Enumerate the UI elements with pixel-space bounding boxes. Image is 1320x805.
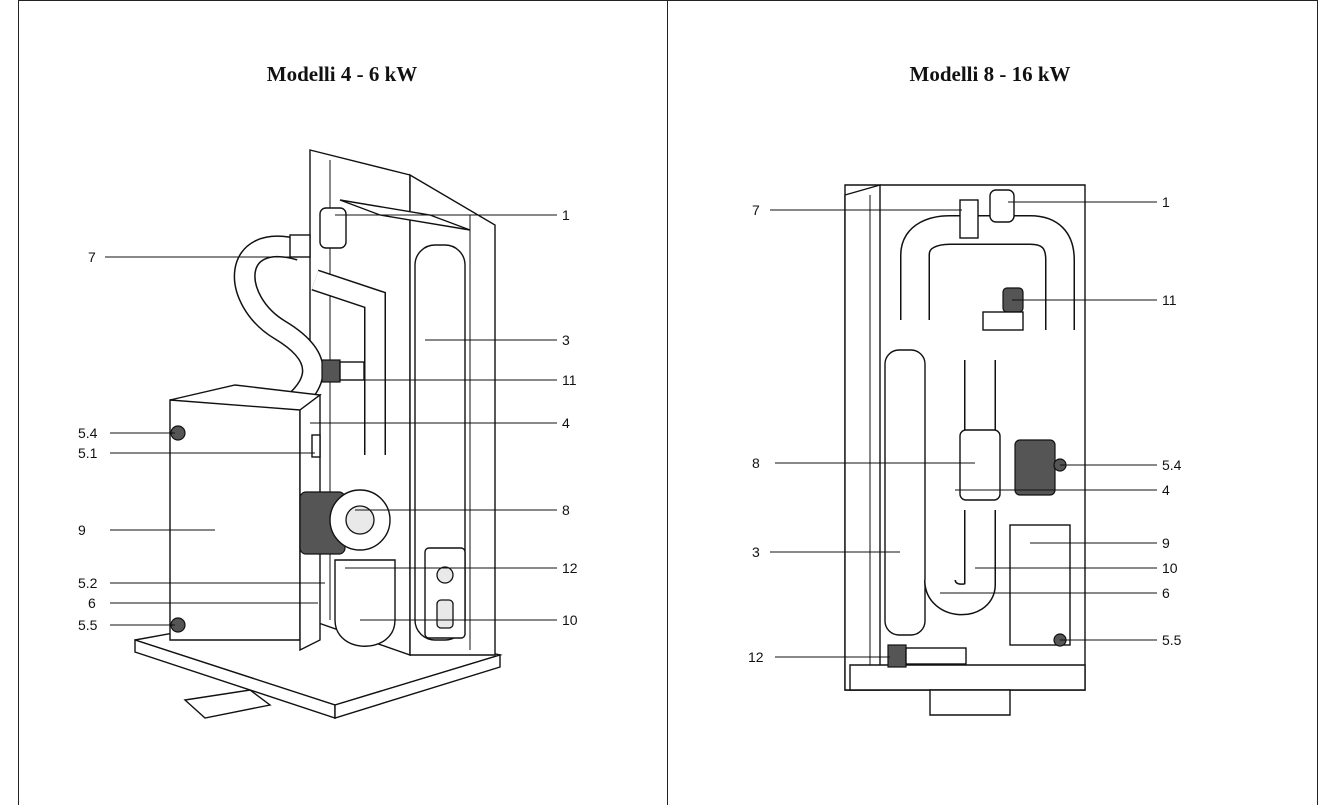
right-expansion-tank <box>884 349 926 636</box>
left-callout-4: 4 <box>562 415 570 431</box>
left-electrical-box <box>424 547 466 639</box>
right-callout-lines <box>770 201 1157 658</box>
right-callout-5-5: 5.5 <box>1162 632 1182 648</box>
left-callout-1: 1 <box>562 207 570 223</box>
right-callout-10: 10 <box>1162 560 1178 576</box>
left-safety-valve <box>289 234 311 258</box>
right-drain-fitting <box>887 644 907 668</box>
left-callout-6: 6 <box>88 595 96 611</box>
left-mounting-foot <box>183 689 272 719</box>
left-expansion-tank <box>414 244 466 641</box>
right-callout-1: 1 <box>1162 194 1170 210</box>
left-unit-illustration <box>134 149 503 719</box>
left-callout-5-2: 5.2 <box>78 575 98 591</box>
right-callout-6: 6 <box>1162 585 1170 601</box>
figure-frame <box>18 0 1318 805</box>
right-safety-valve <box>959 199 979 239</box>
right-callout-9: 9 <box>1162 535 1170 551</box>
left-callout-7: 7 <box>88 249 96 265</box>
left-air-vent-valve <box>319 207 347 249</box>
left-callout-5-4: 5.4 <box>78 425 98 441</box>
left-callout-9: 9 <box>78 522 86 538</box>
panel-divider <box>667 0 668 805</box>
left-callout-8: 8 <box>562 502 570 518</box>
left-panel-title: Modelli 4 - 6 kW <box>266 62 418 86</box>
right-air-vent-valve <box>989 189 1015 223</box>
left-pressure-valve <box>321 359 341 383</box>
left-callout-5-1: 5.1 <box>78 445 98 461</box>
left-callout-3: 3 <box>562 332 570 348</box>
right-callout-4: 4 <box>1162 482 1170 498</box>
left-callout-10: 10 <box>562 612 578 628</box>
right-plate-heat-exchanger <box>1009 524 1071 646</box>
left-callout-11: 11 <box>562 372 577 388</box>
left-callout-5-5: 5.5 <box>78 617 98 633</box>
right-mounting-foot <box>929 689 1011 716</box>
right-panel-title: Modelli 8 - 16 kW <box>909 62 1071 86</box>
right-callout-11: 11 <box>1162 292 1177 308</box>
right-callout-5-4: 5.4 <box>1162 457 1182 473</box>
right-unit-illustration <box>844 184 1086 716</box>
right-callout-3: 3 <box>752 544 760 560</box>
left-callout-lines <box>105 214 557 626</box>
left-callout-12: 12 <box>562 560 578 576</box>
left-sensor-5-1 <box>311 434 321 458</box>
left-elbow-pipe <box>334 559 396 647</box>
right-pump-motor <box>1014 439 1056 496</box>
right-callout-8: 8 <box>752 455 760 471</box>
right-callout-12: 12 <box>748 649 764 665</box>
right-circulation-pump <box>959 429 1001 501</box>
right-callout-7: 7 <box>752 202 760 218</box>
